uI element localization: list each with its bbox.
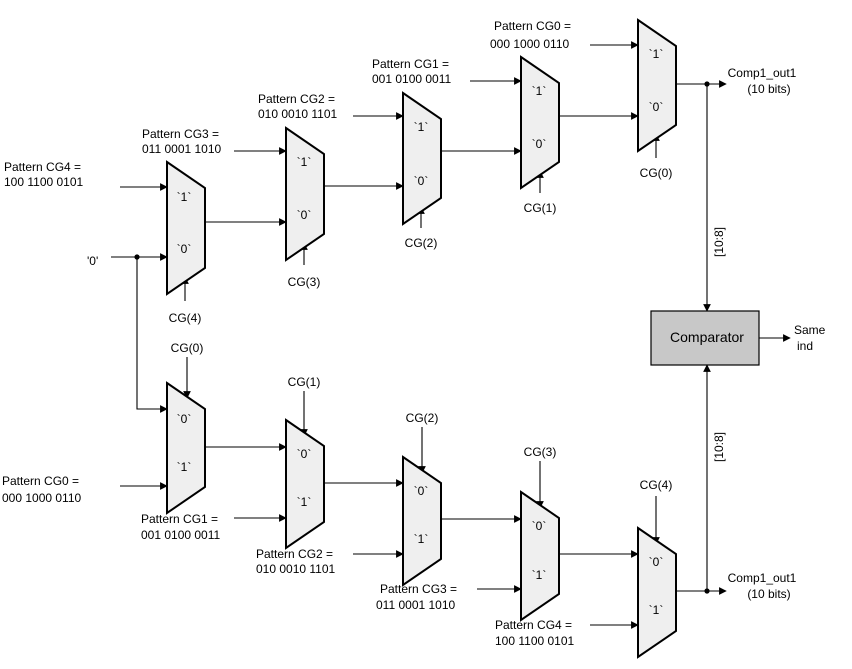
top-mux-4: Pattern CG0 = 000 1000 0110 `1` `0` CG(0…	[490, 19, 672, 180]
top-mux-2-label-b: `0`	[414, 174, 429, 188]
top-input-2-bits: 010 0010 1101	[258, 107, 338, 121]
bottom-mux-0: CG(0) `0` `1` Pattern CG0 = 000 1000 011…	[2, 341, 203, 505]
top-mux-3-label-b: `0`	[532, 137, 547, 151]
bottom-mux-1-label-b: `1`	[297, 495, 312, 509]
bottom-mux-2-label-b: `1`	[414, 532, 429, 546]
top-mux-4-label-b: `0`	[649, 100, 664, 114]
bottom-mux-4: CG(4) `0` `1` Pattern CG4 = 100 1100 010…	[495, 478, 672, 648]
top-mux-0-label-b: `0`	[177, 242, 192, 256]
bottom-mux-3-label-a: `0`	[532, 519, 547, 533]
labels: Pattern CG4 = 100 1100 0101 `1` `0` CG(4…	[2, 19, 826, 648]
bottom-select-1: CG(1)	[288, 375, 321, 389]
bottom-mux-1-label-a: `0`	[297, 447, 312, 461]
bottom-output-bits: (10 bits)	[747, 587, 790, 601]
bottom-mux-4-label-a: `0`	[649, 555, 664, 569]
top-select-2: CG(2)	[405, 236, 438, 250]
top-input-4-bits: 000 1000 0110	[490, 37, 570, 51]
top-select-3: CG(1)	[524, 201, 557, 215]
bottom-mux-3-label-b: `1`	[532, 568, 547, 582]
top-mux-4-label-a: `1`	[649, 47, 664, 61]
bottom-bus-label: [10:8]	[712, 432, 726, 462]
bottom-input-1-pattern: Pattern CG1 =	[141, 512, 218, 526]
top-mux-2: Pattern CG2 = 010 0010 1101 `1` `0` CG(2…	[258, 92, 437, 250]
bottom-input-0-bits: 000 1000 0110	[2, 491, 82, 505]
top-mux-2-label-a: `1`	[414, 120, 429, 134]
comparator-output-line2: ind	[797, 339, 813, 353]
bottom-output-label: Comp1_out1	[728, 571, 797, 585]
bottom-input-0-pattern: Pattern CG0 =	[2, 474, 79, 488]
bottom-mux-3-shape	[520, 490, 560, 622]
top-mux-0-shape	[166, 160, 206, 296]
top-mux-3-label-a: `1`	[532, 84, 547, 98]
top-input-3-bits: 001 0100 0011	[372, 72, 452, 86]
bottom-input-4-pattern: Pattern CG4 =	[495, 618, 572, 632]
top-mux-0-label-a: `1`	[177, 190, 192, 204]
blocks	[166, 18, 760, 659]
top-output-label: Comp1_out1	[728, 66, 797, 80]
top-bus-label: [10:8]	[712, 227, 726, 257]
zero-input-label: '0'	[87, 254, 98, 268]
top-input-1-pattern: Pattern CG3 =	[142, 127, 219, 141]
top-mux-1-label-b: `0`	[297, 208, 312, 222]
bottom-mux-1-shape	[285, 418, 325, 550]
zero-to-bottom-wire	[136, 257, 168, 413]
top-select-4: CG(0)	[640, 166, 673, 180]
top-input-0-bits: 100 1100 0101	[4, 175, 84, 189]
top-mux-1: Pattern CG3 = 011 0001 1010 `1` `0` CG(3…	[142, 127, 320, 289]
comparator-output-line1: Same	[794, 323, 826, 337]
bottom-input-3-bits: 011 0001 1010	[376, 598, 456, 612]
top-mux-3-shape	[520, 55, 560, 190]
bottom-mux-4-label-b: `1`	[649, 603, 664, 617]
bottom-select-0: CG(0)	[171, 341, 204, 355]
top-input-0-pattern: Pattern CG4 =	[4, 160, 81, 174]
bottom-input-1-bits: 001 0100 0011	[141, 528, 221, 542]
bottom-input-3-pattern: Pattern CG3 =	[380, 582, 457, 596]
top-select-0: CG(4)	[169, 311, 202, 325]
top-mux-0: Pattern CG4 = 100 1100 0101 `1` `0` CG(4…	[4, 160, 201, 325]
bottom-mux-0-shape	[166, 381, 206, 515]
top-mux-2-shape	[402, 91, 442, 226]
bottom-mux-2-label-a: `0`	[414, 484, 429, 498]
bottom-select-3: CG(3)	[524, 445, 557, 459]
top-input-3-pattern: Pattern CG1 =	[372, 57, 449, 71]
bottom-mux-2-shape	[402, 455, 442, 587]
top-input-2-pattern: Pattern CG2 =	[258, 92, 335, 106]
bottom-select-4: CG(4)	[640, 478, 673, 492]
top-input-1-bits: 011 0001 1010	[142, 142, 222, 156]
bottom-mux-3: CG(3) `0` `1` Pattern CG3 = 011 0001 101…	[376, 445, 556, 612]
wires	[111, 41, 791, 629]
bottom-select-2: CG(2)	[406, 411, 439, 425]
bottom-input-2-bits: 010 0010 1101	[256, 562, 336, 576]
bottom-input-4-bits: 100 1100 0101	[495, 634, 575, 648]
bottom-input-2-pattern: Pattern CG2 =	[256, 547, 333, 561]
comparator-block	[650, 310, 760, 366]
top-mux-4-shape	[637, 18, 677, 153]
top-mux-1-label-a: `1`	[297, 155, 312, 169]
top-mux-3: Pattern CG1 = 001 0100 0011 `1` `0` CG(1…	[372, 57, 556, 215]
bottom-mux-4-shape	[637, 526, 677, 659]
bottom-mux-0-label-b: `1`	[177, 460, 192, 474]
comparator-label: Comparator	[670, 329, 744, 345]
top-input-4-pattern: Pattern CG0 =	[494, 19, 571, 33]
top-select-1: CG(3)	[288, 275, 321, 289]
bottom-mux-1: CG(1) `0` `1` Pattern CG1 = 001 0100 001…	[141, 375, 320, 542]
bottom-mux-2: CG(2) `0` `1` Pattern CG2 = 010 0010 110…	[256, 411, 438, 576]
top-output-bits: (10 bits)	[747, 82, 790, 96]
top-mux-1-shape	[285, 126, 325, 262]
bottom-mux-0-label-a: `0`	[177, 412, 192, 426]
